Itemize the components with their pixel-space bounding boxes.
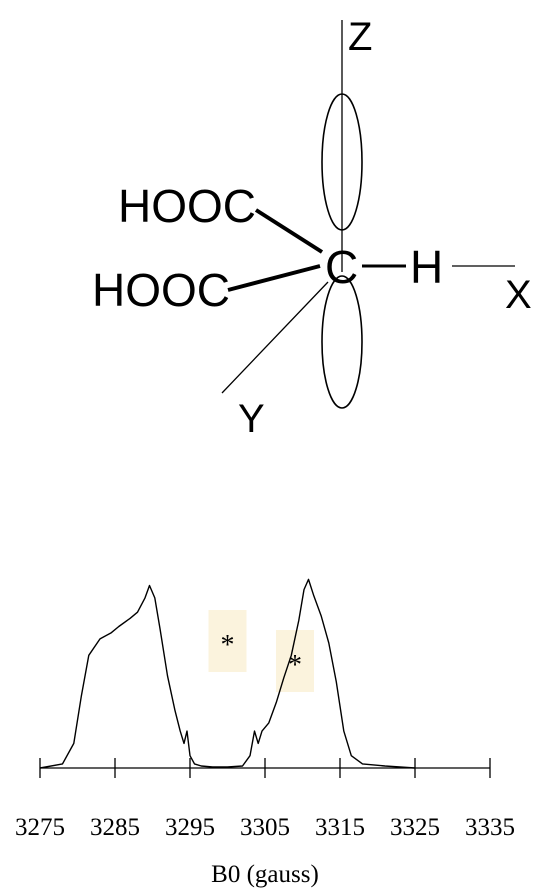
y-axis-line: [221, 281, 329, 394]
x-axis-tick-labels: 3275 3285 3295 3305 3315 3325 3335: [15, 814, 515, 841]
spectrum-line: [39, 578, 416, 769]
axis-x-label: X: [505, 273, 532, 317]
carboxyl-group-bottom: HOOC: [92, 264, 230, 316]
axis-y-label: Y: [238, 397, 265, 441]
x-tick-label: 3325: [390, 814, 440, 841]
marker-highlight-box: [208, 610, 247, 672]
spectrum-chart: * * 3275 3285 3295 3305 3315 3325 3335 B0 (gaus…: [15, 578, 515, 888]
x-tick-label: 3315: [315, 814, 365, 841]
orbital-lobe-lower: [321, 275, 363, 409]
orbital-lobe-upper: [321, 93, 363, 231]
x-tick-label: 3295: [165, 814, 215, 841]
x-axis-title: B0 (gauss): [211, 861, 319, 888]
asterisk-marker: *: [221, 630, 235, 661]
x-tick-label: 3335: [465, 814, 515, 841]
asterisk-marker: *: [288, 650, 302, 681]
carbon-atom: C: [325, 241, 358, 293]
bond-top-carboxyl: [254, 208, 324, 254]
axis-z-label: Z: [348, 15, 372, 59]
bond-bottom-carboxyl: [227, 264, 321, 292]
molecule-diagram: Z X Y HOOC HOOC C H: [92, 15, 532, 441]
x-tick-label: 3285: [90, 814, 140, 841]
hydrogen-atom: H: [410, 241, 443, 293]
x-tick-label: 3275: [15, 814, 65, 841]
carboxyl-group-top: HOOC: [118, 180, 256, 232]
x-tick-label: 3305: [240, 814, 290, 841]
x-axis-ticks: [39, 758, 491, 778]
